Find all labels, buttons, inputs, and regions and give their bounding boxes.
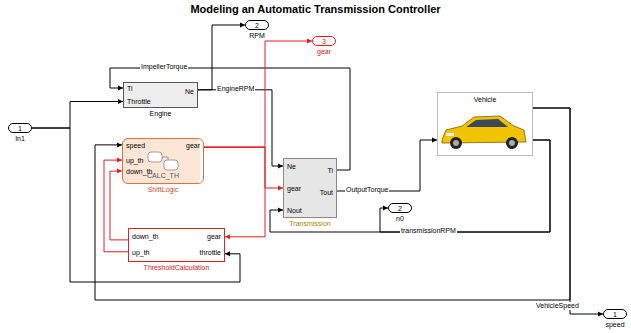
signal-line (204, 147, 283, 190)
inport: 1In1 (8, 123, 32, 133)
wire-path (380, 140, 550, 232)
signal-line (198, 23, 245, 90)
engine-block: TiThrottleNeEngine (123, 82, 198, 108)
wire-path (104, 160, 128, 252)
wire-path (270, 140, 550, 232)
state-icon (148, 152, 162, 162)
port-label: Nout (287, 207, 302, 215)
port-label: gear (287, 185, 301, 193)
signal-name: OutputTorque (345, 186, 389, 194)
signal-line (198, 90, 283, 169)
outport: 2n0 (388, 203, 412, 213)
port-label: Ne (185, 88, 194, 96)
diagram-title: Modeling an Automatic Transmission Contr… (0, 3, 631, 16)
block-name: Engine (64, 110, 257, 118)
port-label: Ne (287, 163, 296, 171)
signal-line (533, 108, 603, 317)
port-label: up_th (132, 249, 150, 257)
outport: 2RPM (245, 20, 269, 30)
signal-line (32, 99, 123, 128)
port-label: Throttle (127, 98, 151, 106)
port-label: speed (126, 142, 145, 150)
wire-path (110, 171, 128, 240)
transmission-block: NegearNoutTiToutTransmission (283, 158, 337, 218)
signal-line (204, 39, 312, 148)
port-label: CALC_TH (123, 172, 203, 180)
signal-name: VehicleSpeed (535, 302, 580, 310)
outport: 3gear (312, 36, 336, 46)
block-name: ShiftLogic (63, 186, 263, 194)
signal-line (270, 140, 550, 232)
block-name: ThresholdCalculation (69, 264, 284, 272)
port-number: 2 (246, 22, 268, 30)
signal-line (32, 128, 240, 282)
wire-path (95, 108, 570, 300)
port-label: up_th (126, 157, 144, 165)
signal-line (95, 108, 570, 300)
port-label: Ti (327, 167, 333, 175)
signal-line (380, 140, 550, 232)
signal-name: ImpellerTorque (140, 63, 188, 71)
signal-name: transmissionRPM (400, 227, 457, 235)
wire-path (337, 140, 437, 191)
block-name: gear (253, 48, 395, 56)
port-label: down_th (132, 233, 158, 241)
wire-path (533, 108, 603, 314)
wire-path (204, 147, 265, 237)
wire-path (198, 25, 245, 90)
state-transition (162, 157, 168, 160)
wire-path (204, 147, 283, 188)
block-name: In1 (0, 135, 91, 143)
signal-line (104, 158, 128, 252)
port-number: 1 (9, 125, 31, 133)
port-label: gear (186, 142, 200, 150)
signal-line (204, 147, 265, 239)
port-label: Tout (320, 189, 333, 197)
port-number: 3 (313, 38, 335, 46)
port-label: Vehicle (438, 96, 532, 104)
wire-path (32, 102, 123, 129)
state-icon (164, 160, 178, 170)
stateflow-chart: speedup_thdown_thgearCALC_THShiftLogic (122, 138, 204, 184)
wire-path (204, 41, 312, 147)
port-label: throttle (200, 249, 221, 257)
car-picture (442, 116, 526, 149)
port-number: 2 (389, 205, 411, 213)
arrowhead (225, 234, 230, 239)
port-label: Ti (127, 85, 133, 93)
wire-path (110, 68, 350, 170)
port-label: gear (207, 233, 221, 241)
signal-line (110, 169, 128, 240)
wire-path (198, 90, 283, 166)
port-number: 1 (604, 311, 626, 319)
block-name: Transmission (224, 220, 396, 228)
block-name: RPM (186, 32, 328, 40)
block-name: speed (544, 321, 631, 329)
vehicle-block: Vehicle (437, 92, 533, 156)
signal-line (110, 68, 350, 170)
wire-path (32, 128, 240, 282)
subsystem-block: down_thup_thgearthrottleThresholdCalcula… (128, 228, 225, 262)
signal-line (337, 138, 437, 192)
arrowhead (225, 251, 230, 256)
outport: 1speed (603, 309, 627, 319)
signal-name: EngineRPM (216, 85, 255, 93)
block-name: n0 (329, 215, 471, 223)
